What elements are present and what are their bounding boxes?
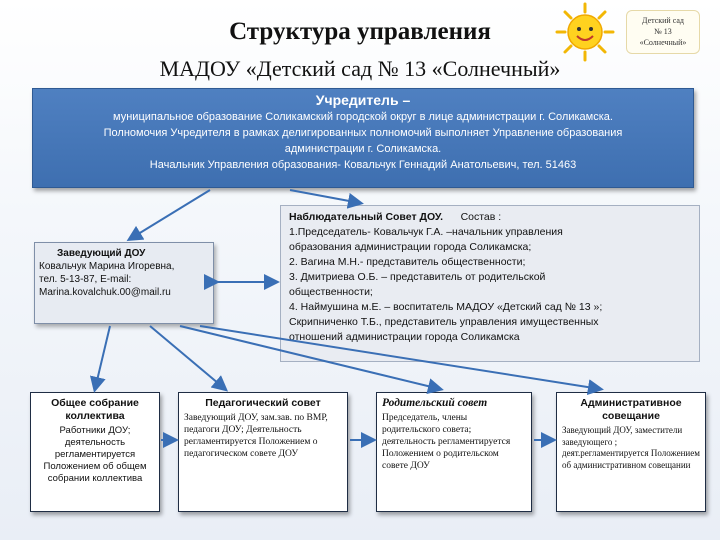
card-body: Заведующий ДОУ, зам.зав. по ВМР, педагог…	[184, 413, 328, 459]
head-phone: тел. 5-13-87, E-mail:	[39, 274, 132, 285]
council-line: общественности;	[289, 286, 373, 298]
founder-line: муниципальное образование Соликамский го…	[113, 111, 613, 123]
council-line: 1.Председатель- Ковальчук Г.А. –начальни…	[289, 226, 563, 238]
founder-box: Учредитель – муниципальное образование С…	[32, 88, 694, 188]
arrow-head-card1	[89, 325, 111, 393]
logo-line: № 13	[654, 27, 672, 36]
council-box: Наблюдательный Совет ДОУ. Состав : 1.Пре…	[280, 205, 700, 362]
founder-title: Учредитель –	[315, 92, 411, 108]
arrow-founder-council	[289, 189, 364, 209]
council-line: Скрипниченко Т.Б., представитель управле…	[289, 316, 599, 328]
card-body: Председатель, члены родительского совета…	[382, 413, 511, 471]
council-line: 3. Дмитриева О.Б. – представитель от род…	[289, 271, 546, 283]
head-title: Заведующий ДОУ	[57, 248, 146, 259]
sun-logo-icon	[555, 2, 615, 62]
page-title: Структура управления	[229, 18, 491, 45]
founder-line: Полномочия Учредителя в рамках делигиров…	[103, 127, 623, 139]
logo-line: Детский сад	[642, 16, 684, 25]
logo-line: «Солнечный»	[639, 38, 687, 47]
council-line: отношений администрации города Соликамск…	[289, 331, 520, 343]
council-title: Наблюдательный Совет ДОУ.	[289, 211, 444, 223]
head-email: Marina.kovalchuk.00@mail.ru	[39, 287, 171, 298]
founder-line: администрации г. Соликамска.	[284, 143, 442, 155]
head-box: Заведующий ДОУ Ковальчук Марина Игоревна…	[34, 242, 214, 324]
page-subtitle: МАДОУ «Детский сад № 13 «Солнечный»	[159, 56, 561, 81]
card-title: Педагогический совет	[205, 397, 321, 409]
card-body: Заведующий ДОУ, заместители заведующего …	[562, 425, 700, 470]
card-title: Родительский совет	[382, 397, 488, 409]
card-body: Работники ДОУ; деятельность регламентиру…	[43, 425, 147, 484]
arrow-head-card2	[149, 325, 229, 392]
council-composition: Состав :	[460, 211, 502, 223]
card-pedagogical-council: Педагогический совет Заведующий ДОУ, зам…	[178, 392, 348, 512]
council-line: образования администрации города Соликам…	[289, 241, 532, 253]
arrow-founder-head	[126, 189, 211, 242]
founder-line: Начальник Управления образования- Коваль…	[149, 159, 577, 171]
card-title: Общее собрание коллектива	[51, 397, 139, 422]
card-parent-council: Родительский совет Председатель, члены р…	[376, 392, 532, 512]
logo-badge: Детский сад № 13 «Солнечный»	[626, 10, 700, 54]
card-title: Административное совещание	[580, 397, 682, 422]
card-admin-meeting: Административное совещание Заведующий ДО…	[556, 392, 706, 512]
head-name: Ковальчук Марина Игоревна,	[39, 261, 175, 272]
council-line: 4. Наймушина м.Е. – воспитатель МАДОУ «Д…	[289, 301, 603, 313]
card-general-meeting: Общее собрание коллектива Работники ДОУ;…	[30, 392, 160, 512]
council-line: 2. Вагина М.Н.- представитель общественн…	[289, 256, 526, 268]
